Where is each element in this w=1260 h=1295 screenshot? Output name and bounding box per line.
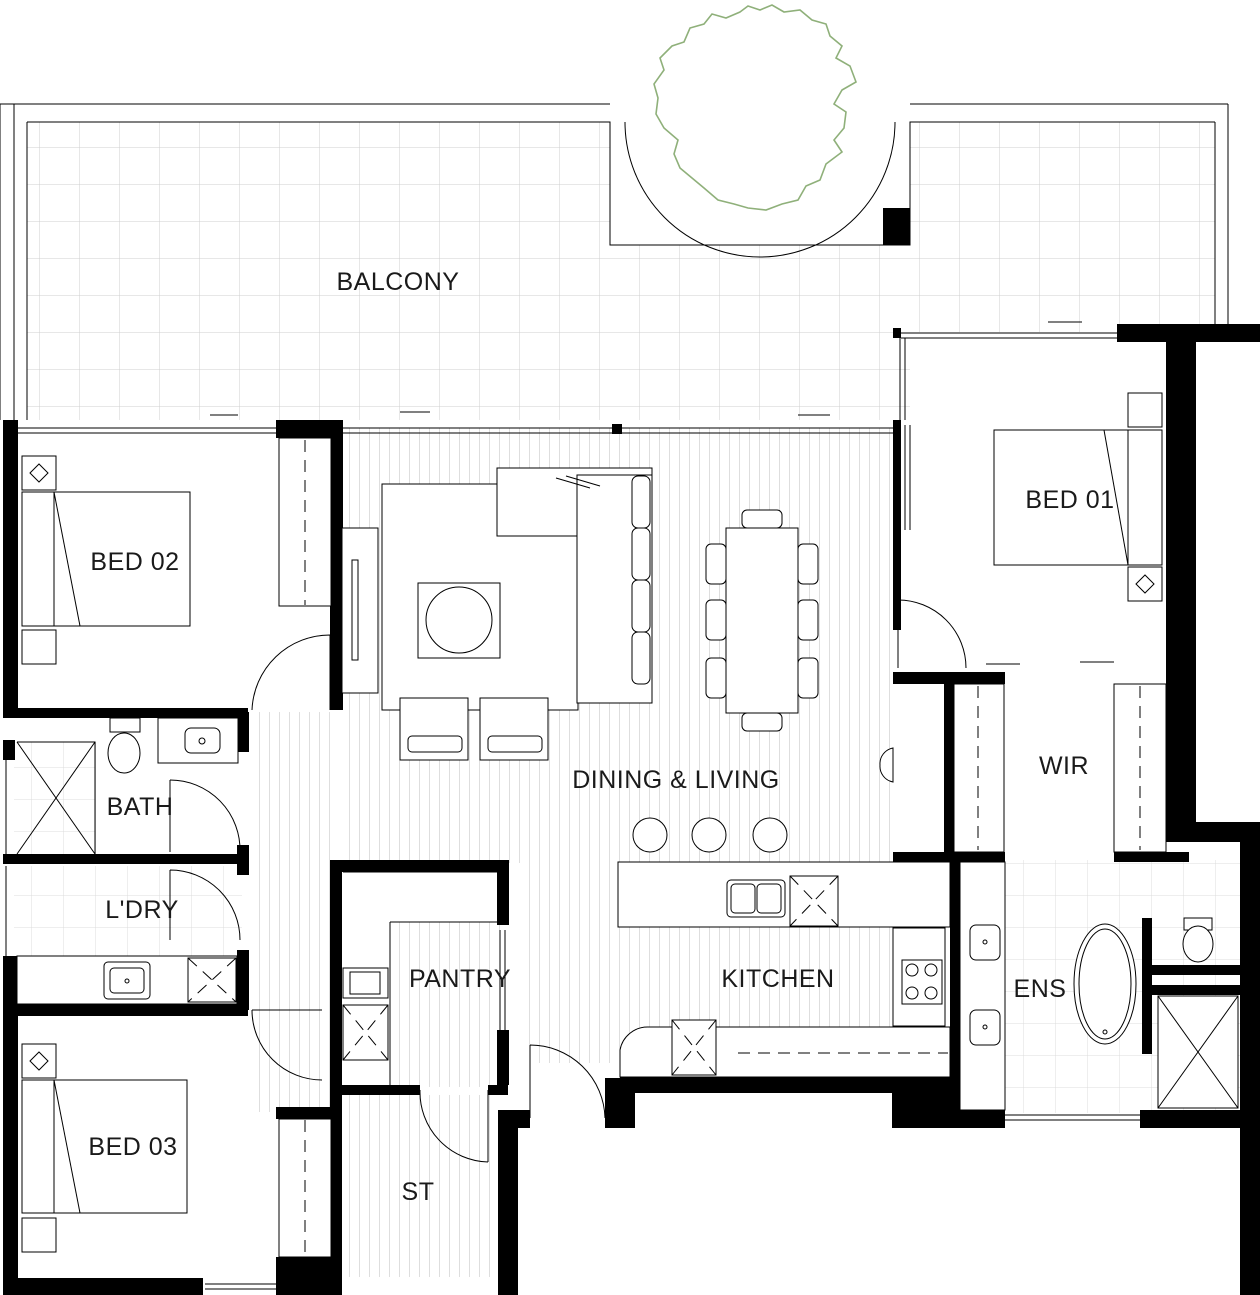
room-label-wir: WIR [1039, 752, 1089, 780]
walls [3, 324, 1260, 1295]
pantry: PANTRY [342, 871, 511, 1085]
kitchen: KITCHEN [617, 861, 951, 1078]
room-label-bed-02: BED 02 [90, 548, 179, 576]
room-label-laundry: L'DRY [105, 896, 179, 924]
wir-floor [1005, 684, 1115, 854]
bed03-door-swing [251, 1009, 323, 1081]
laundry-floor [14, 866, 242, 956]
dining-table [705, 509, 819, 732]
hallway-floor [250, 712, 330, 1112]
bed02-door-swing [251, 634, 331, 711]
room-label-bath: BATH [107, 793, 174, 821]
bed-03: BED 03 [21, 1043, 332, 1258]
glazing [5, 321, 1140, 1290]
room-label-balcony: BALCONY [337, 268, 460, 296]
store-floor [343, 1095, 498, 1277]
room-label-bed-03: BED 03 [88, 1133, 177, 1161]
room-label-ens: ENS [1014, 975, 1067, 1003]
bed-01: BED 01 [897, 392, 1163, 669]
tree-outline [653, 4, 857, 211]
kitchen-aisle-floor [620, 928, 892, 1028]
room-label-st: ST [402, 1178, 435, 1206]
store-door-swing [419, 1089, 489, 1163]
bed-02: BED 02 [21, 437, 332, 665]
ensuite: ENS [959, 861, 1239, 1111]
bath-room: BATH [16, 717, 241, 855]
room-label-kitchen: KITCHEN [721, 965, 834, 993]
bar-stools [632, 817, 788, 853]
wir: WIR [879, 683, 1167, 853]
room-label-bed-01: BED 01 [1025, 486, 1114, 514]
room-label-pantry: PANTRY [409, 965, 511, 993]
pantry-floor [390, 922, 500, 1087]
balcony-area: BALCONY [0, 4, 1229, 420]
kitchen-door-swing [529, 1044, 606, 1119]
living-furniture [341, 467, 653, 761]
laundry-room: L'DRY [16, 869, 241, 1005]
room-label-dining-living: DINING & LIVING [572, 766, 780, 794]
